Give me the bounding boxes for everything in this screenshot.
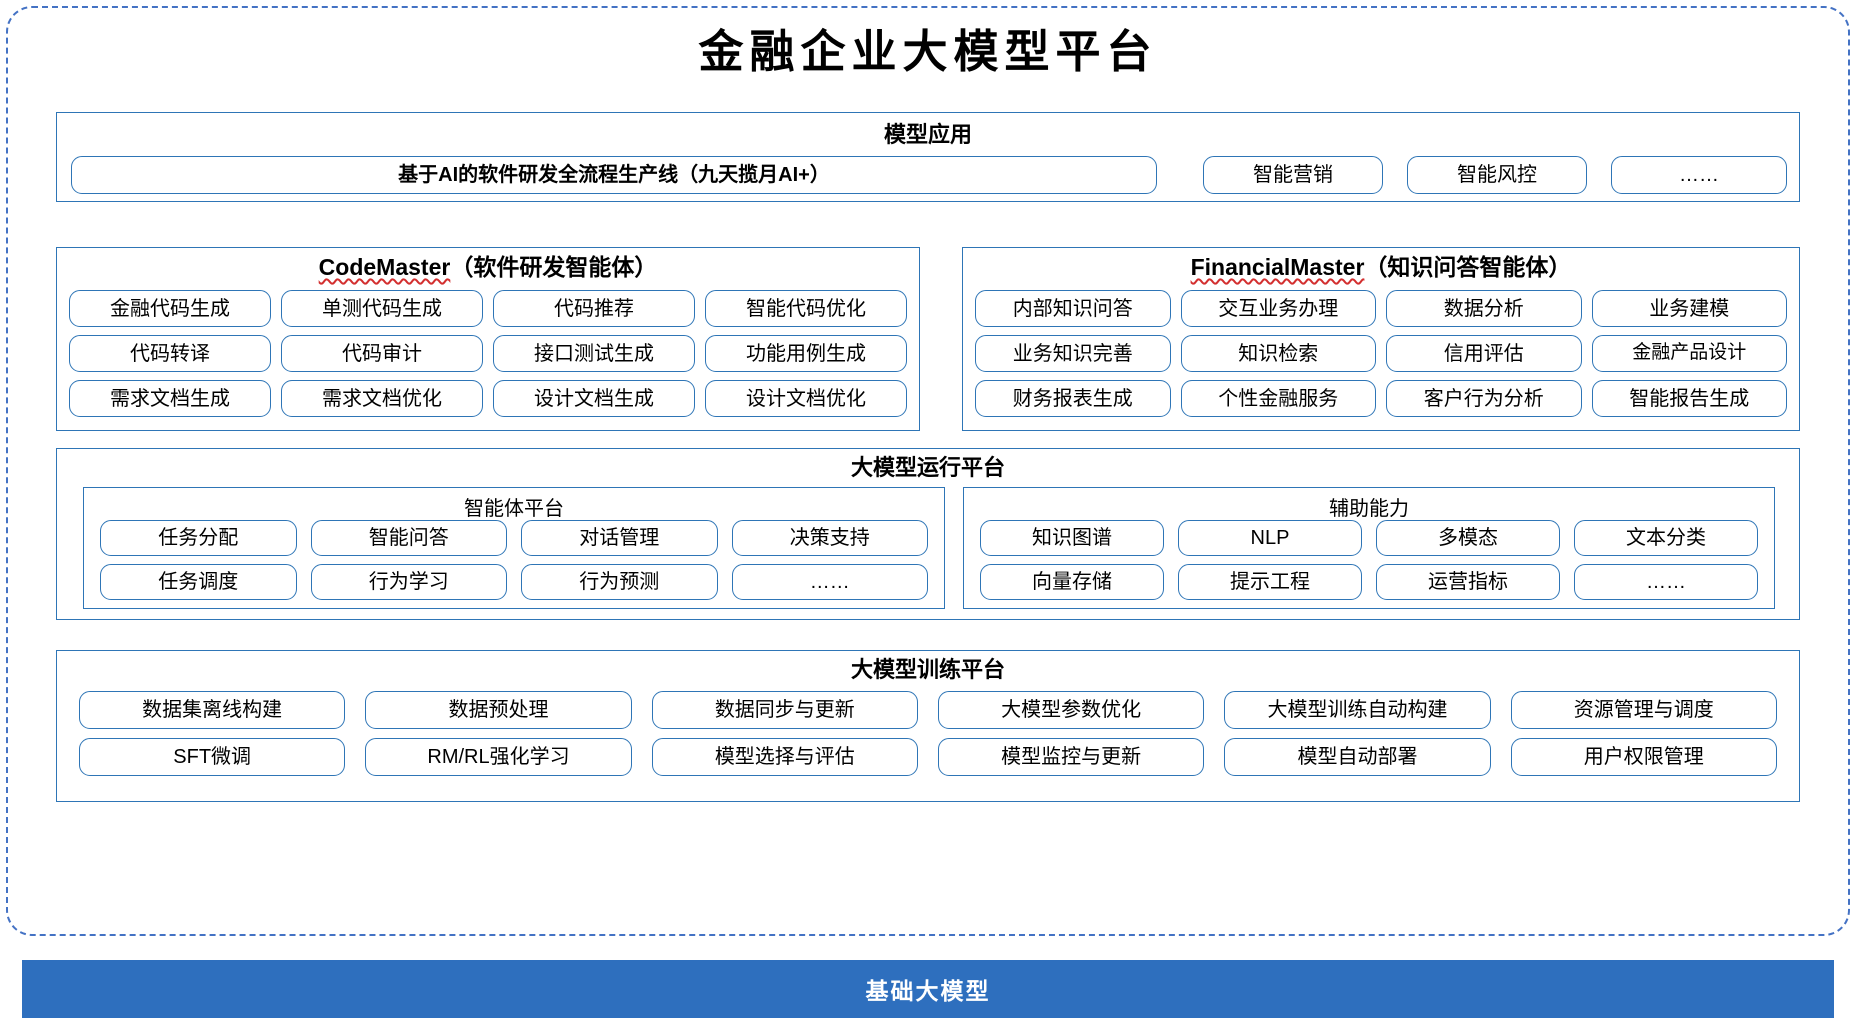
training-platform-grid: 数据集离线构建 数据预处理 数据同步与更新 大模型参数优化 大模型训练自动构建 … <box>79 691 1777 776</box>
codemaster-cap-3-3[interactable]: 设计文档生成 <box>493 380 695 417</box>
auxiliary-cap-1-2[interactable]: NLP <box>1178 520 1362 556</box>
financialmaster-cap-1-1[interactable]: 内部知识问答 <box>975 290 1171 327</box>
agent-platform-row-2: 任务调度 行为学习 行为预测 …… <box>100 564 928 600</box>
section-codemaster: CodeMaster（软件研发智能体） 金融代码生成 单测代码生成 代码推荐 智… <box>56 247 920 431</box>
base-model-bar: 基础大模型 <box>22 960 1834 1018</box>
agent-platform-cap-2-2[interactable]: 行为学习 <box>310 564 507 600</box>
financialmaster-cap-3-2[interactable]: 个性金融服务 <box>1180 380 1376 417</box>
section-model-application: 模型应用 基于AI的软件研发全流程生产线（九天揽月AI+） 智能营销 智能风控 … <box>56 112 1800 202</box>
codemaster-cap-3-1[interactable]: 需求文档生成 <box>69 380 271 417</box>
agent-platform-grid: 任务分配 智能问答 对话管理 决策支持 任务调度 行为学习 行为预测 …… <box>100 520 928 600</box>
codemaster-capability-grid: 金融代码生成 单测代码生成 代码推荐 智能代码优化 代码转译 代码审计 接口测试… <box>69 290 907 417</box>
app-item-ai-pipeline[interactable]: 基于AI的软件研发全流程生产线（九天揽月AI+） <box>71 156 1157 194</box>
training-cap-1-6[interactable]: 资源管理与调度 <box>1510 691 1777 729</box>
codemaster-cap-1-2[interactable]: 单测代码生成 <box>281 290 483 327</box>
auxiliary-cap-2-2[interactable]: 提示工程 <box>1178 564 1362 600</box>
codemaster-cap-2-4[interactable]: 功能用例生成 <box>705 335 907 372</box>
agent-platform-cap-2-3[interactable]: 行为预测 <box>521 564 718 600</box>
financialmaster-cap-3-1[interactable]: 财务报表生成 <box>975 380 1171 417</box>
training-cap-2-6[interactable]: 用户权限管理 <box>1510 738 1777 776</box>
training-cap-1-5[interactable]: 大模型训练自动构建 <box>1224 691 1491 729</box>
codemaster-cap-1-4[interactable]: 智能代码优化 <box>705 290 907 327</box>
codemaster-cap-1-1[interactable]: 金融代码生成 <box>69 290 271 327</box>
training-cap-1-1[interactable]: 数据集离线构建 <box>79 691 346 729</box>
codemaster-row-1: 金融代码生成 单测代码生成 代码推荐 智能代码优化 <box>69 290 907 327</box>
codemaster-name-en: CodeMaster <box>318 254 451 280</box>
financialmaster-cap-2-2[interactable]: 知识检索 <box>1180 335 1376 372</box>
auxiliary-row-1: 知识图谱 NLP 多模态 文本分类 <box>980 520 1758 556</box>
base-model-label: 基础大模型 <box>865 978 991 1004</box>
auxiliary-cap-2-3[interactable]: 运营指标 <box>1376 564 1560 600</box>
auxiliary-cap-2-1[interactable]: 向量存储 <box>980 564 1164 600</box>
section-title-codemaster: CodeMaster（软件研发智能体） <box>57 254 919 282</box>
agent-platform-row-1: 任务分配 智能问答 对话管理 决策支持 <box>100 520 928 556</box>
training-cap-1-3[interactable]: 数据同步与更新 <box>651 691 918 729</box>
app-item-smart-marketing[interactable]: 智能营销 <box>1203 156 1383 194</box>
agent-platform-cap-1-4[interactable]: 决策支持 <box>731 520 928 556</box>
model-application-items: 基于AI的软件研发全流程生产线（九天揽月AI+） 智能营销 智能风控 …… <box>71 156 1787 194</box>
codemaster-row-2: 代码转译 代码审计 接口测试生成 功能用例生成 <box>69 335 907 372</box>
app-item-smart-risk-control[interactable]: 智能风控 <box>1407 156 1587 194</box>
section-runtime-platform: 大模型运行平台 智能体平台 任务分配 智能问答 对话管理 决策支持 任务调度 行… <box>56 448 1800 620</box>
training-cap-1-2[interactable]: 数据预处理 <box>365 691 632 729</box>
section-financialmaster: FinancialMaster（知识问答智能体） 内部知识问答 交互业务办理 数… <box>962 247 1800 431</box>
training-cap-2-1[interactable]: SFT微调 <box>79 738 346 776</box>
auxiliary-cap-1-4[interactable]: 文本分类 <box>1574 520 1758 556</box>
financialmaster-cap-1-2[interactable]: 交互业务办理 <box>1180 290 1376 327</box>
codemaster-name-cn: （软件研发智能体） <box>450 254 658 280</box>
page-title: 金融企业大模型平台 <box>698 27 1158 77</box>
section-title-financialmaster: FinancialMaster（知识问答智能体） <box>963 254 1799 282</box>
financialmaster-name-en: FinancialMaster <box>1190 254 1365 280</box>
financialmaster-capability-grid: 内部知识问答 交互业务办理 数据分析 业务建模 业务知识完善 知识检索 信用评估… <box>975 290 1787 417</box>
financialmaster-cap-1-4[interactable]: 业务建模 <box>1591 290 1787 327</box>
subsection-title-agent-platform: 智能体平台 <box>464 498 564 520</box>
financialmaster-cap-2-1[interactable]: 业务知识完善 <box>975 335 1171 372</box>
financialmaster-cap-3-4[interactable]: 智能报告生成 <box>1591 380 1787 417</box>
financialmaster-cap-2-4[interactable]: 金融产品设计 <box>1591 335 1787 372</box>
training-row-1: 数据集离线构建 数据预处理 数据同步与更新 大模型参数优化 大模型训练自动构建 … <box>79 691 1777 729</box>
outer-dashed-frame <box>6 6 1850 936</box>
training-cap-2-5[interactable]: 模型自动部署 <box>1224 738 1491 776</box>
codemaster-cap-2-1[interactable]: 代码转译 <box>69 335 271 372</box>
subsection-auxiliary-capability: 辅助能力 知识图谱 NLP 多模态 文本分类 向量存储 提示工程 运营指标 …… <box>963 487 1775 609</box>
agent-platform-cap-1-3[interactable]: 对话管理 <box>521 520 718 556</box>
subsection-title-auxiliary-capability: 辅助能力 <box>1329 498 1409 520</box>
auxiliary-row-2: 向量存储 提示工程 运营指标 …… <box>980 564 1758 600</box>
financialmaster-cap-2-3[interactable]: 信用评估 <box>1386 335 1582 372</box>
auxiliary-capability-grid: 知识图谱 NLP 多模态 文本分类 向量存储 提示工程 运营指标 …… <box>980 520 1758 600</box>
codemaster-cap-2-3[interactable]: 接口测试生成 <box>493 335 695 372</box>
codemaster-row-3: 需求文档生成 需求文档优化 设计文档生成 设计文档优化 <box>69 380 907 417</box>
auxiliary-cap-1-3[interactable]: 多模态 <box>1376 520 1560 556</box>
codemaster-cap-2-2[interactable]: 代码审计 <box>281 335 483 372</box>
financialmaster-name-cn: （知识问答智能体） <box>1364 254 1572 280</box>
auxiliary-cap-1-1[interactable]: 知识图谱 <box>980 520 1164 556</box>
agent-platform-cap-1-1[interactable]: 任务分配 <box>100 520 297 556</box>
auxiliary-cap-2-4[interactable]: …… <box>1574 564 1758 600</box>
agent-platform-cap-2-4[interactable]: …… <box>731 564 928 600</box>
section-title-model-application: 模型应用 <box>883 122 972 147</box>
training-row-2: SFT微调 RM/RL强化学习 模型选择与评估 模型监控与更新 模型自动部署 用… <box>79 738 1777 776</box>
agent-platform-cap-1-2[interactable]: 智能问答 <box>310 520 507 556</box>
section-training-platform: 大模型训练平台 数据集离线构建 数据预处理 数据同步与更新 大模型参数优化 大模… <box>56 650 1800 802</box>
subsection-agent-platform: 智能体平台 任务分配 智能问答 对话管理 决策支持 任务调度 行为学习 行为预测… <box>83 487 945 609</box>
app-item-more[interactable]: …… <box>1611 156 1787 194</box>
training-cap-2-2[interactable]: RM/RL强化学习 <box>365 738 632 776</box>
financialmaster-row-2: 业务知识完善 知识检索 信用评估 金融产品设计 <box>975 335 1787 372</box>
financialmaster-row-3: 财务报表生成 个性金融服务 客户行为分析 智能报告生成 <box>975 380 1787 417</box>
codemaster-cap-1-3[interactable]: 代码推荐 <box>493 290 695 327</box>
codemaster-cap-3-4[interactable]: 设计文档优化 <box>705 380 907 417</box>
section-title-runtime-platform: 大模型运行平台 <box>850 455 1005 480</box>
codemaster-cap-3-2[interactable]: 需求文档优化 <box>281 380 483 417</box>
financialmaster-cap-1-3[interactable]: 数据分析 <box>1386 290 1582 327</box>
training-cap-2-4[interactable]: 模型监控与更新 <box>937 738 1205 776</box>
agent-platform-cap-2-1[interactable]: 任务调度 <box>100 564 297 600</box>
training-cap-1-4[interactable]: 大模型参数优化 <box>937 691 1205 729</box>
financialmaster-cap-3-3[interactable]: 客户行为分析 <box>1386 380 1582 417</box>
section-title-training-platform: 大模型训练平台 <box>850 657 1005 682</box>
financialmaster-row-1: 内部知识问答 交互业务办理 数据分析 业务建模 <box>975 290 1787 327</box>
training-cap-2-3[interactable]: 模型选择与评估 <box>651 738 918 776</box>
